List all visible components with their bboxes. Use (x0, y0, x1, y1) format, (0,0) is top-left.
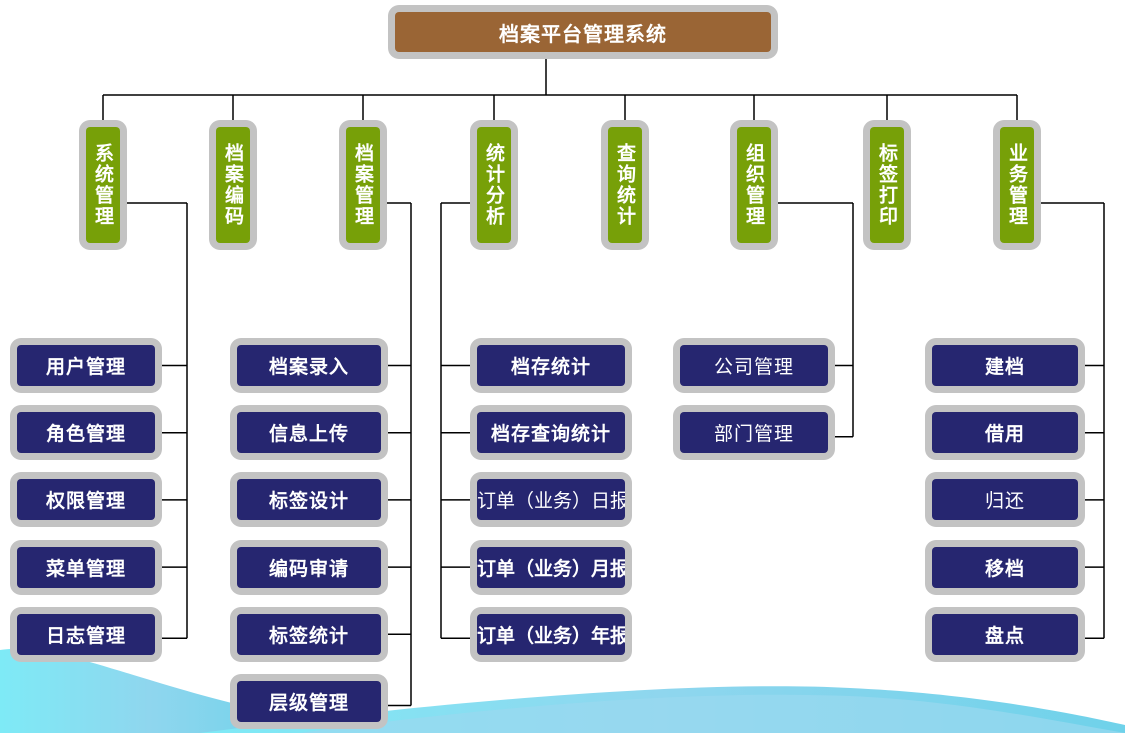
category-node[interactable]: 组织管理 (730, 120, 778, 250)
category-node[interactable]: 系统管理 (79, 120, 127, 250)
category-node-label: 查询统计 (608, 127, 642, 243)
leaf-node[interactable]: 标签统计 (230, 606, 388, 662)
leaf-node[interactable]: 盘点 (925, 606, 1085, 662)
category-node-label: 档案管理 (346, 127, 380, 243)
leaf-node-label: 公司管理 (680, 345, 828, 386)
category-node-label: 统计分析 (477, 127, 511, 243)
wave-highlight (300, 694, 1125, 733)
leaf-node-label: 档存查询统计 (477, 412, 625, 454)
leaf-node[interactable]: 借用 (925, 405, 1085, 461)
category-node[interactable]: 档案编码 (209, 120, 257, 250)
leaf-node-label: 层级管理 (237, 681, 381, 722)
leaf-node-label: 移档 (932, 546, 1078, 588)
category-node[interactable]: 业务管理 (993, 120, 1041, 250)
category-node-label: 档案编码 (216, 127, 250, 243)
category-node-label: 业务管理 (1000, 127, 1034, 243)
category-node[interactable]: 统计分析 (470, 120, 518, 250)
leaf-node[interactable]: 订单（业务）月报 (470, 539, 632, 595)
leaf-node[interactable]: 权限管理 (10, 472, 162, 528)
leaf-node[interactable]: 标签设计 (230, 472, 388, 528)
leaf-node-label: 标签统计 (237, 613, 381, 655)
category-node-label: 系统管理 (86, 127, 120, 243)
leaf-node-label: 菜单管理 (17, 546, 155, 588)
leaf-node-label: 编码审请 (237, 546, 381, 588)
leaf-node-label: 权限管理 (17, 479, 155, 521)
category-node-label: 标签打印 (870, 127, 904, 243)
leaf-node[interactable]: 菜单管理 (10, 539, 162, 595)
leaf-node[interactable]: 档存统计 (470, 338, 632, 393)
wave-shape-left (0, 648, 300, 733)
root-node[interactable]: 档案平台管理系统 (388, 5, 778, 59)
leaf-node[interactable]: 层级管理 (230, 674, 388, 729)
leaf-node-label: 用户管理 (17, 345, 155, 386)
category-node[interactable]: 标签打印 (863, 120, 911, 250)
leaf-node[interactable]: 编码审请 (230, 539, 388, 595)
leaf-node-label: 标签设计 (237, 479, 381, 521)
leaf-node[interactable]: 档存查询统计 (470, 405, 632, 461)
category-node[interactable]: 查询统计 (601, 120, 649, 250)
leaf-node[interactable]: 移档 (925, 539, 1085, 595)
leaf-node[interactable]: 建档 (925, 338, 1085, 393)
leaf-node-label: 信息上传 (237, 412, 381, 454)
leaf-node[interactable]: 归还 (925, 472, 1085, 528)
leaf-node-label: 订单（业务）年报 (477, 613, 625, 655)
category-node-label: 组织管理 (737, 127, 771, 243)
leaf-node-label: 建档 (932, 345, 1078, 386)
leaf-node[interactable]: 部门管理 (673, 405, 835, 461)
leaf-node[interactable]: 信息上传 (230, 405, 388, 461)
root-node-label: 档案平台管理系统 (395, 12, 771, 52)
leaf-node[interactable]: 角色管理 (10, 405, 162, 461)
leaf-node[interactable]: 公司管理 (673, 338, 835, 393)
leaf-node[interactable]: 用户管理 (10, 338, 162, 393)
leaf-node-label: 部门管理 (680, 412, 828, 454)
leaf-node[interactable]: 日志管理 (10, 606, 162, 662)
leaf-node-label: 角色管理 (17, 412, 155, 454)
leaf-node-label: 订单（业务）日报 (477, 479, 625, 521)
leaf-node-label: 档存统计 (477, 345, 625, 386)
leaf-node[interactable]: 订单（业务）年报 (470, 606, 632, 662)
leaf-node[interactable]: 订单（业务）日报 (470, 472, 632, 528)
leaf-node-label: 盘点 (932, 613, 1078, 655)
leaf-node-label: 归还 (932, 479, 1078, 521)
leaf-node-label: 日志管理 (17, 613, 155, 655)
category-node[interactable]: 档案管理 (339, 120, 387, 250)
leaf-node-label: 借用 (932, 412, 1078, 454)
leaf-node-label: 订单（业务）月报 (477, 546, 625, 588)
leaf-node-label: 档案录入 (237, 345, 381, 386)
leaf-node[interactable]: 档案录入 (230, 338, 388, 393)
